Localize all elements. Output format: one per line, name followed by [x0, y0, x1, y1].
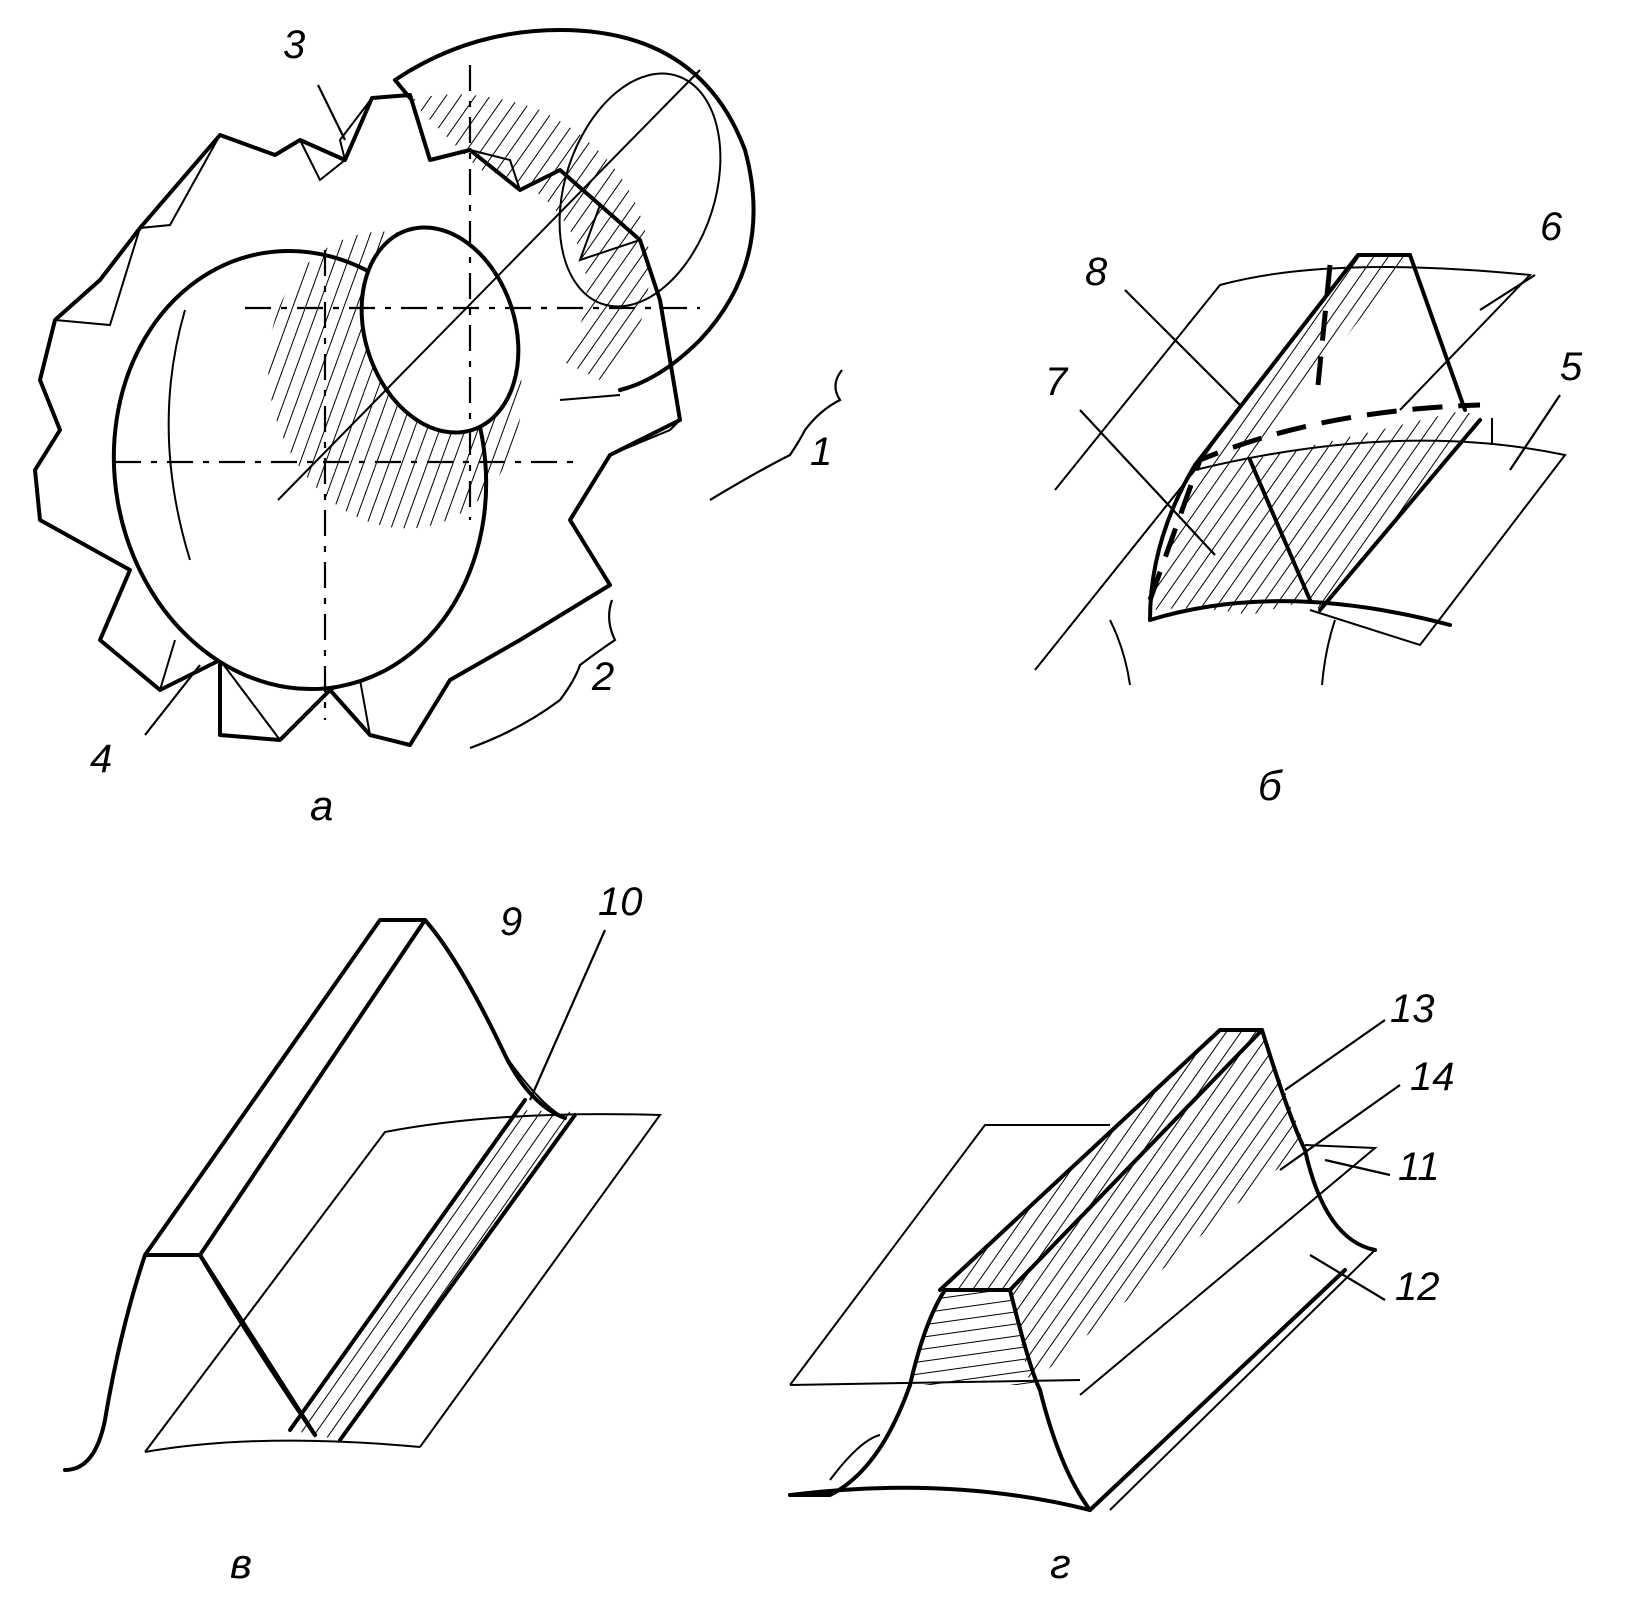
- label-1: 1: [810, 430, 832, 474]
- label-4: 4: [90, 737, 112, 781]
- caption-b: б: [1258, 762, 1283, 809]
- label-10: 10: [598, 880, 643, 924]
- caption-v: в: [230, 1540, 252, 1587]
- label-9: 9: [500, 900, 522, 944]
- caption-g: г: [1050, 1540, 1071, 1587]
- label-14: 14: [1410, 1055, 1455, 1099]
- label-5: 5: [1560, 345, 1583, 389]
- panel-g-worn-tooth: 13 14 11 12 г: [788, 987, 1455, 1587]
- label-12: 12: [1395, 1265, 1440, 1309]
- label-6: 6: [1540, 205, 1563, 249]
- panel-v-tooth-profile: 9 10 в: [63, 880, 662, 1587]
- panel-b-cutting-edge: 8 7 6 5 б: [1034, 205, 1583, 809]
- label-13: 13: [1390, 987, 1435, 1031]
- label-3: 3: [283, 23, 305, 67]
- label-11: 11: [1398, 1145, 1440, 1189]
- panel-a-gear-cutter: 1 2 3 4 а: [33, 23, 843, 829]
- label-2: 2: [591, 655, 614, 699]
- label-7: 7: [1045, 360, 1069, 404]
- label-8: 8: [1085, 250, 1108, 294]
- caption-a: а: [310, 782, 333, 829]
